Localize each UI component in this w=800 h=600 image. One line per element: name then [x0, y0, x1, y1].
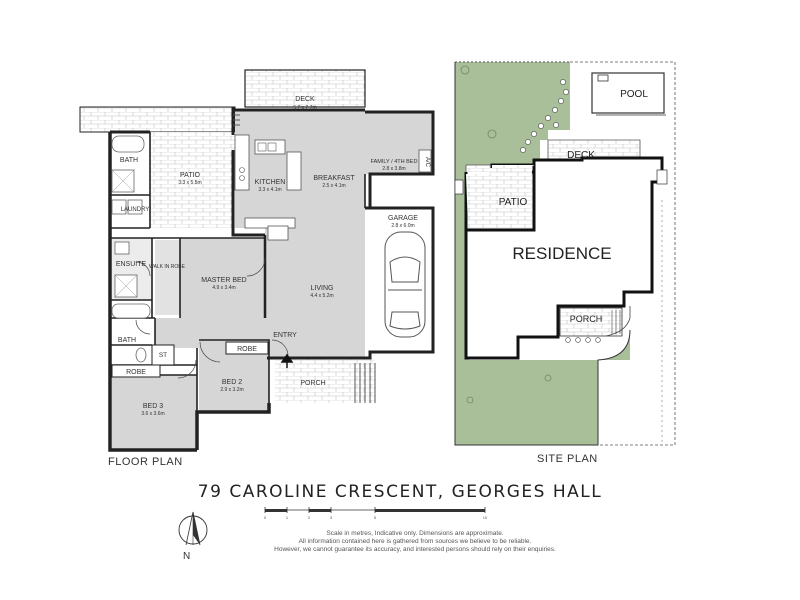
master-zone — [180, 238, 265, 318]
disclaimer-line-1: Scale in metres, Indicative only. Dimens… — [326, 530, 504, 537]
label-master: MASTER BED — [201, 277, 247, 284]
label-porch: PORCH — [300, 380, 325, 387]
label-kitchen: KITCHEN — [255, 179, 286, 186]
lawn — [455, 62, 570, 165]
scale-bar: 0 1 2 3 5 10 — [264, 507, 488, 520]
site-label-deck: DECK — [567, 150, 595, 161]
dims-master: 4.9 x 3.4m — [212, 285, 235, 291]
label-patio: PATIO — [180, 172, 201, 179]
dims-kitchen: 3.3 x 4.1m — [258, 187, 281, 193]
car-icon — [384, 231, 426, 338]
dims-deck: 5.2 x 2.7m — [293, 105, 316, 111]
site-labels: POOL DECK PATIO RESIDENCE PORCH — [499, 89, 649, 324]
walkin-zone — [155, 240, 180, 315]
label-ac: A/C — [424, 157, 430, 168]
site-label-patio: PATIO — [499, 197, 528, 208]
site-label-pool: POOL — [620, 89, 648, 100]
dims-garage: 2.8 x 6.0m — [391, 223, 414, 229]
disclaimer-line-3: However, we cannot guarantee its accurac… — [274, 546, 556, 553]
floor-plan-caption: FLOOR PLAN — [108, 456, 183, 468]
bed3-zone — [112, 375, 197, 450]
site-label-porch: PORCH — [570, 314, 603, 324]
dims-patio: 3.3 x 5.5m — [178, 180, 201, 186]
label-laundry: LAUNDRY — [121, 207, 150, 213]
north-label: N — [183, 551, 191, 562]
dims-bed2: 2.9 x 3.2m — [220, 387, 243, 393]
label-entry: ENTRY — [273, 332, 297, 339]
scale-tick-10: 10 — [483, 515, 488, 520]
label-family: FAMILY / 4TH BED — [371, 159, 418, 165]
label-breakfast: BREAKFAST — [313, 175, 355, 182]
robe-box-1 — [111, 364, 161, 378]
label-ensuite: ENSUITE — [116, 261, 147, 268]
label-bath2: BATH — [118, 337, 136, 344]
dims-breakfast: 2.5 x 4.1m — [322, 183, 345, 189]
scale-tick-0: 0 — [264, 515, 267, 520]
st-box — [151, 344, 175, 366]
scale-tick-3: 3 — [330, 515, 333, 520]
patio-area — [150, 132, 235, 228]
site-plan: POOL DECK PATIO RESIDENCE PORCH — [454, 61, 676, 446]
label-bed2: BED 2 — [222, 379, 242, 386]
patio-west-strip — [79, 106, 236, 133]
dims-bed3: 3.6 x 3.6m — [141, 411, 164, 417]
site-plan-caption: SITE PLAN — [537, 453, 598, 465]
disclaimer: Scale in metres, Indicative only. Dimens… — [230, 530, 600, 554]
label-living: LIVING — [311, 285, 334, 292]
label-deck: DECK — [295, 96, 315, 103]
label-st: ST — [159, 352, 167, 359]
label-walkin: WALK IN ROBE — [149, 264, 186, 270]
floor-plan: DECK 5.2 x 2.7m BATH PATIO 3.3 x 5.5m LA… — [79, 69, 435, 452]
disclaimer-line-2: All information contained here is gather… — [298, 538, 532, 545]
label-bed3: BED 3 — [143, 403, 163, 410]
property-title: 79 CAROLINE CRESCENT, GEORGES HALL — [197, 482, 603, 502]
site-porch — [559, 307, 623, 337]
porch-area — [275, 358, 375, 403]
scale-tick-1: 1 — [286, 515, 289, 520]
deck-area — [244, 69, 366, 108]
robe-box-2 — [225, 341, 269, 355]
dims-living: 4.4 x 5.2m — [310, 293, 333, 299]
label-bath: BATH — [120, 157, 138, 164]
site-label-residence: RESIDENCE — [512, 244, 611, 263]
label-garage: GARAGE — [388, 215, 418, 222]
scale-tick-2: 2 — [308, 515, 311, 520]
dims-family: 2.8 x 3.8m — [382, 166, 405, 172]
label-robe1: ROBE — [126, 369, 146, 376]
room-labels: DECK 5.2 x 2.7m BATH PATIO 3.3 x 5.5m LA… — [116, 96, 430, 417]
scale-tick-5: 5 — [374, 515, 377, 520]
label-robe2: ROBE — [237, 346, 257, 353]
north-arrow-icon — [178, 511, 208, 546]
pool — [591, 72, 665, 114]
